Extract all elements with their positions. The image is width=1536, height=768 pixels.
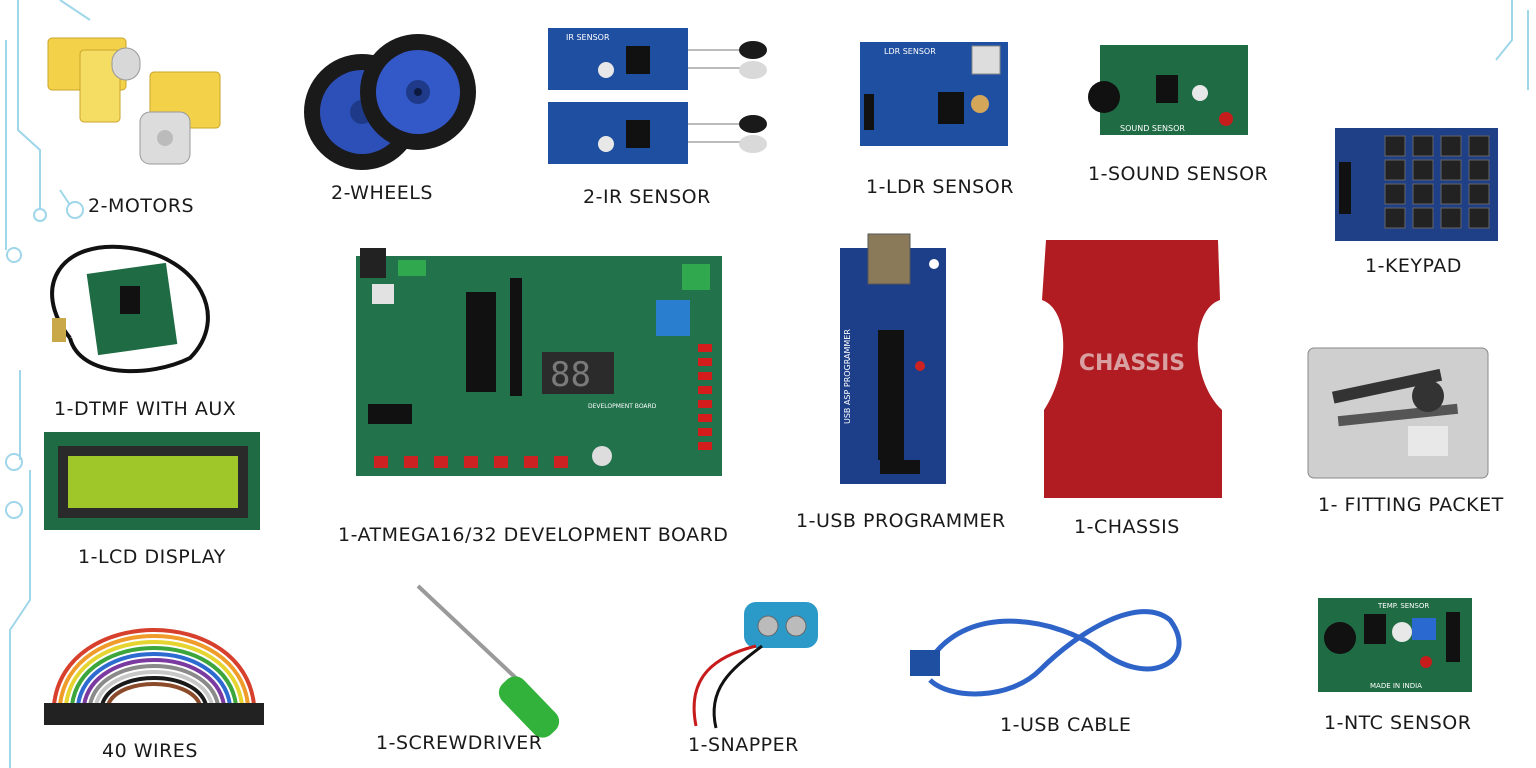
motor-icon bbox=[47, 37, 221, 165]
lcd-label: 1-LCD DISPLAY bbox=[78, 546, 226, 568]
screwdriver-label: 1-SCREWDRIVER bbox=[376, 732, 543, 754]
screwdriver-icon bbox=[416, 584, 560, 738]
dtmf-label: 1-DTMF WITH AUX bbox=[54, 398, 237, 420]
ldr-sensor-icon: LDR SENSOR bbox=[860, 42, 1008, 146]
chassis-board-text: CHASSIS bbox=[1079, 351, 1185, 376]
usb-programmer-board-text: USB ASP PROGRAMMER bbox=[843, 329, 852, 424]
wires-label: 40 WIRES bbox=[102, 740, 198, 762]
usb-cable-label: 1-USB CABLE bbox=[1000, 714, 1132, 736]
chassis-label: 1-CHASSIS bbox=[1074, 516, 1180, 538]
development-board-icon: 88 DEVELOPMENT BOARD bbox=[356, 248, 722, 476]
ntc-sensor-icon: TEMP. SENSOR MADE IN INDIA bbox=[1318, 598, 1472, 692]
dev-board-label: 1-ATMEGA16/32 DEVELOPMENT BOARD bbox=[338, 524, 729, 546]
usb-programmer-icon: USB ASP PROGRAMMER bbox=[840, 233, 946, 484]
dtmf-module-icon bbox=[50, 244, 210, 374]
ir-sensor-label: 2-IR SENSOR bbox=[583, 186, 711, 208]
svg-text:88: 88 bbox=[550, 355, 591, 395]
ir-board-text: IR SENSOR bbox=[566, 33, 610, 42]
ir-sensor-icon: IR SENSOR bbox=[548, 28, 767, 164]
usb-programmer-label: 1-USB PROGRAMMER bbox=[796, 510, 1006, 532]
chassis-icon: CHASSIS bbox=[1042, 240, 1222, 498]
battery-snapper-icon bbox=[692, 602, 818, 729]
keypad-label: 1-KEYPAD bbox=[1365, 255, 1462, 277]
fitting-packet-label: 1- FITTING PACKET bbox=[1318, 494, 1504, 516]
ntc-board-text: TEMP. SENSOR bbox=[1377, 602, 1429, 610]
ntc-board-text-2: MADE IN INDIA bbox=[1370, 682, 1422, 690]
jumper-wires-icon bbox=[44, 628, 264, 725]
keypad-icon bbox=[1335, 128, 1498, 241]
sound-sensor-icon: SOUND SENSOR bbox=[1088, 45, 1248, 135]
motors-label: 2-MOTORS bbox=[88, 195, 195, 217]
fitting-packet-icon bbox=[1307, 347, 1489, 479]
wheels-label: 2-WHEELS bbox=[331, 182, 433, 204]
wheel-icon bbox=[304, 34, 476, 170]
ntc-sensor-label: 1-NTC SENSOR bbox=[1324, 712, 1472, 734]
lcd-display-icon bbox=[44, 432, 260, 530]
sound-board-text: SOUND SENSOR bbox=[1120, 124, 1185, 133]
dev-board-text: DEVELOPMENT BOARD bbox=[588, 403, 657, 410]
usb-cable-icon bbox=[910, 609, 1182, 697]
ldr-sensor-label: 1-LDR SENSOR bbox=[866, 176, 1014, 198]
ldr-board-text: LDR SENSOR bbox=[884, 47, 936, 56]
sound-sensor-label: 1-SOUND SENSOR bbox=[1088, 163, 1269, 185]
snapper-label: 1-SNAPPER bbox=[688, 734, 799, 756]
